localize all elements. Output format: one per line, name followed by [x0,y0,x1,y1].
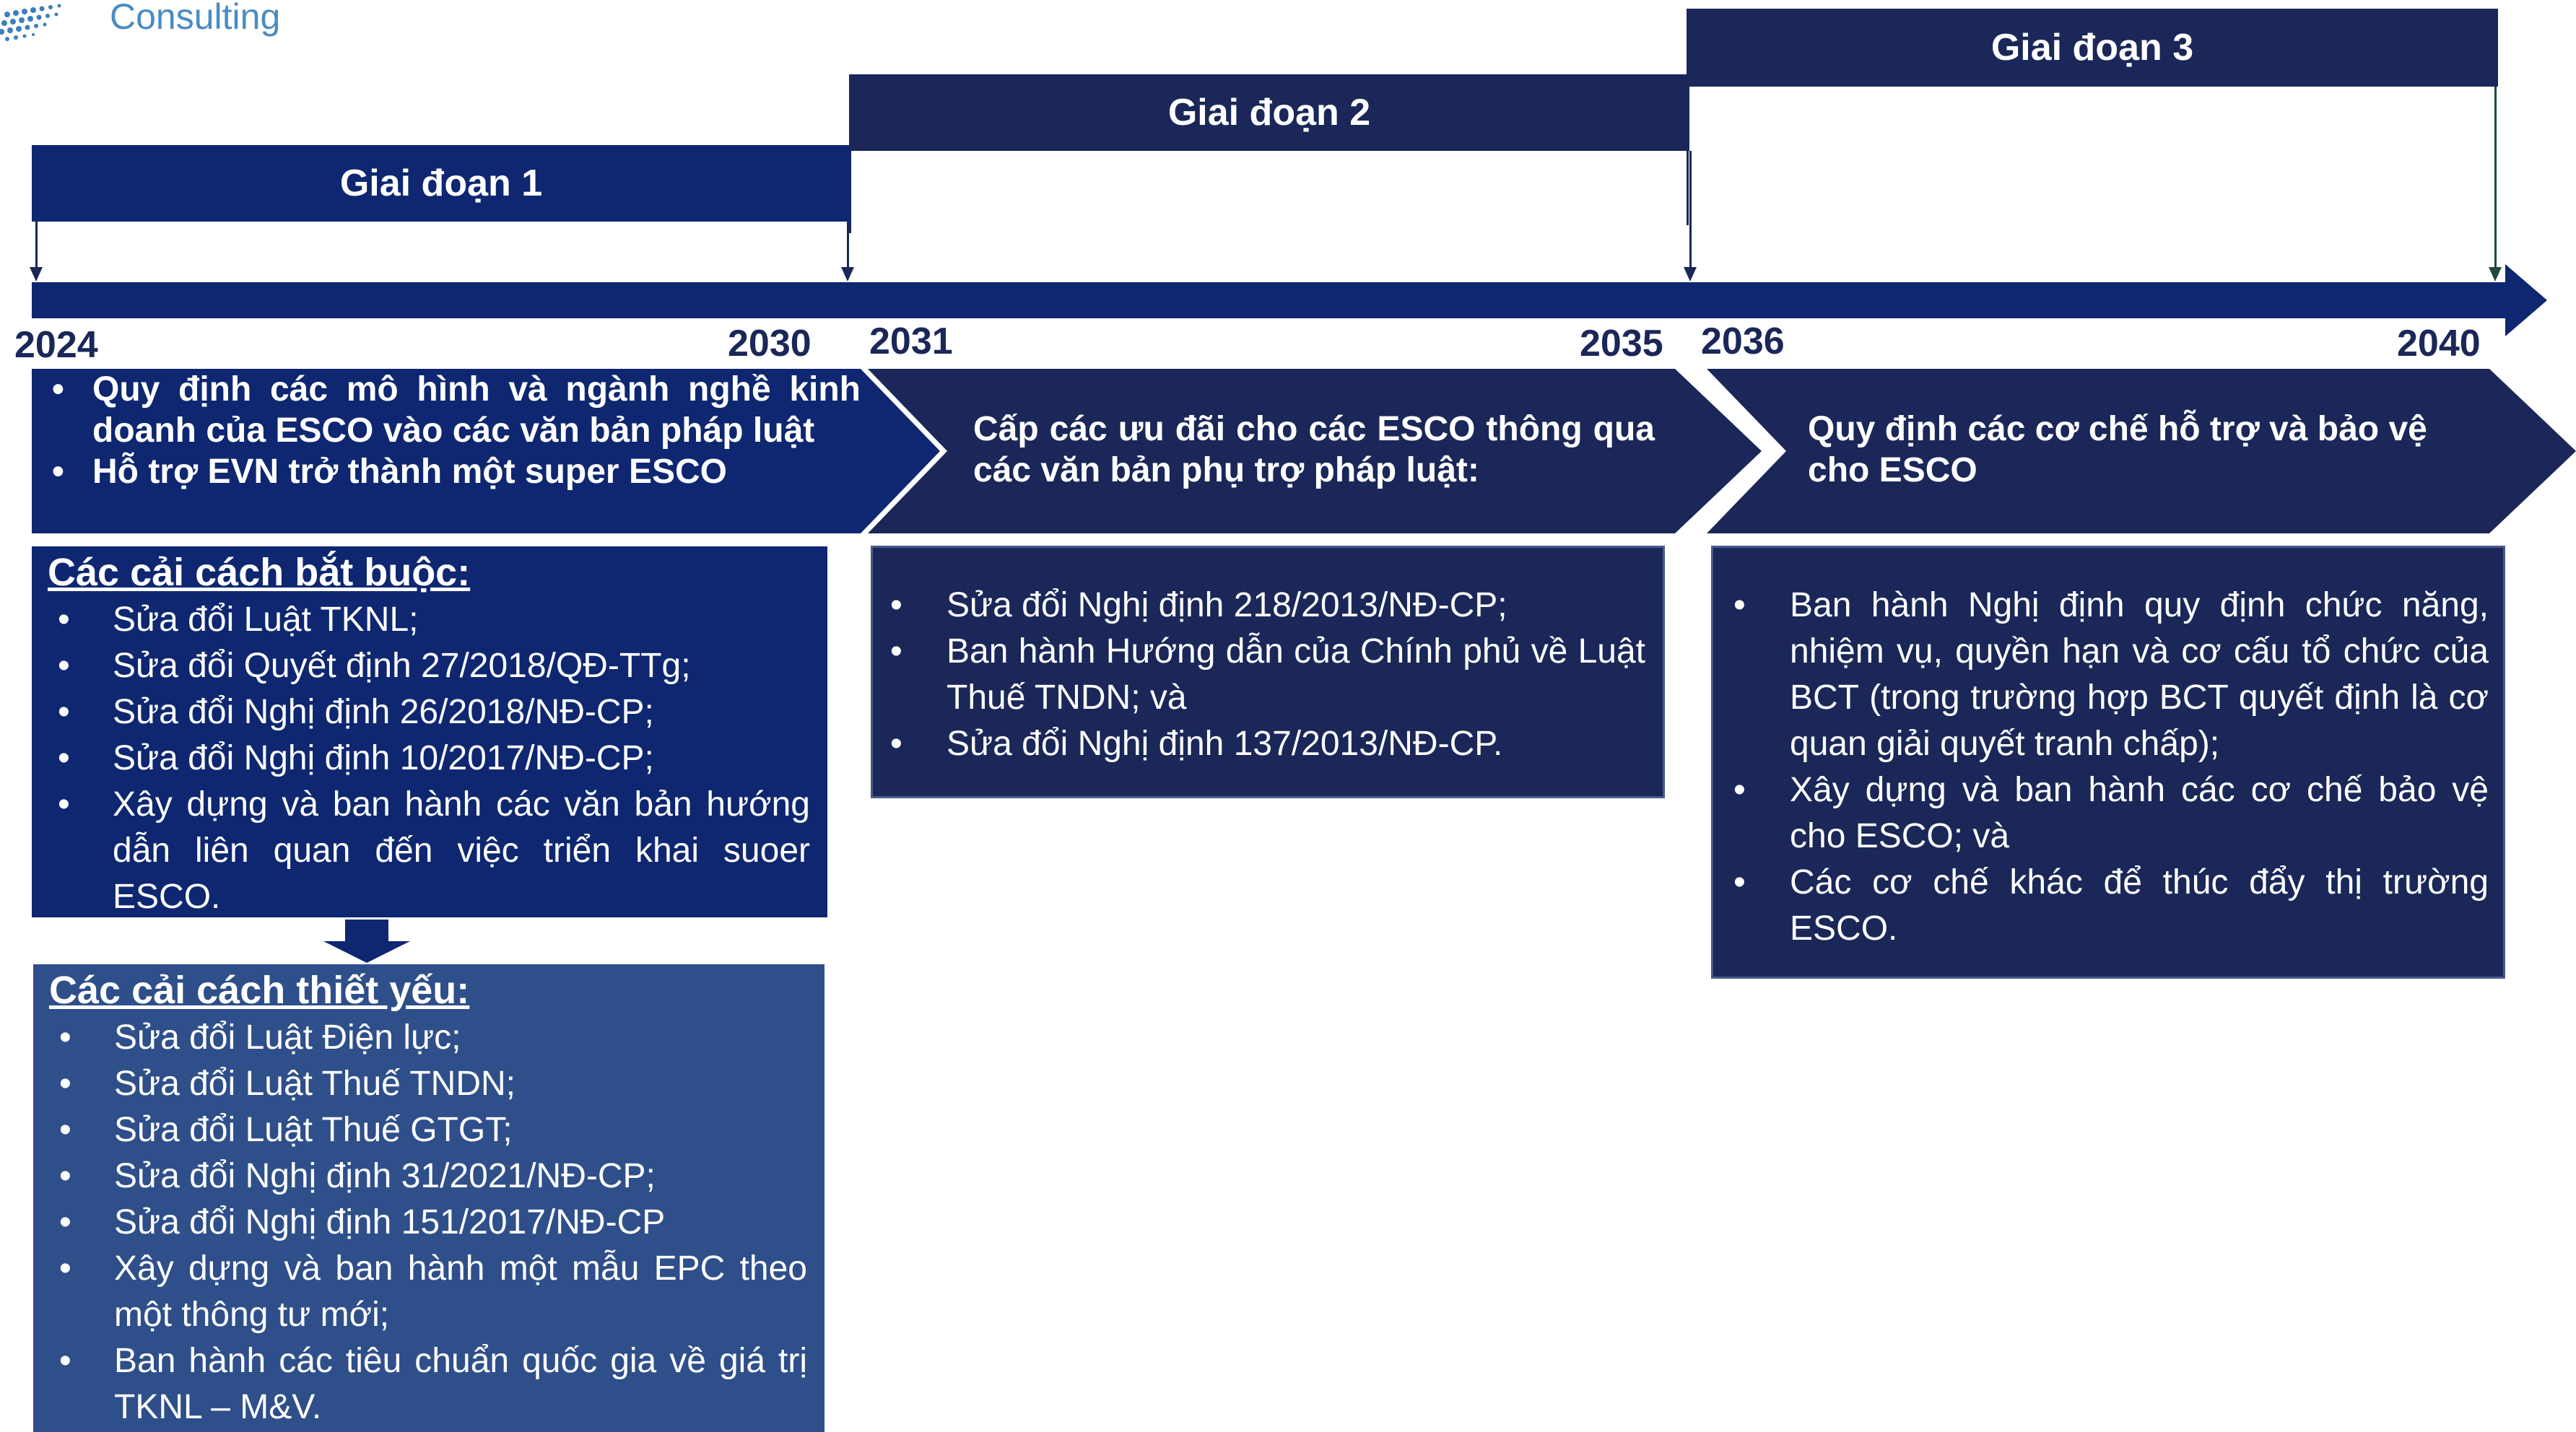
phase-2-goal-text: Cấp các ưu đãi cho các ESCO thông qua cá… [973,410,1655,489]
year-label: 2024 [14,324,98,366]
phase-3-reform-item: Ban hành Nghị định quy định chức năng, n… [1725,582,2489,767]
phase-3-reform-item: Xây dựng và ban hành các cơ chế bảo vệ c… [1725,767,2489,860]
essential-reform-item: Ban hành các tiêu chuẩn quốc gia về giá … [49,1338,807,1431]
year-label: 2035 [1580,323,1663,364]
mandatory-reform-item: Sửa đổi Nghị định 26/2018/NĐ-CP; [48,689,810,735]
year-label: 2036 [1701,320,1785,362]
phase-3-end-tick [2494,87,2497,268]
essential-reforms-title: Các cải cách thiết yếu: [49,969,470,1012]
phase-2-reforms-box: Sửa đổi Nghị định 218/2013/NĐ-CP; Ban hà… [871,546,1665,798]
essential-reforms-box: Các cải cách thiết yếu: Sửa đổi Luật Điệ… [33,964,824,1432]
essential-reform-item: Sửa đổi Luật Thuế TNDN; [49,1061,807,1107]
year-label: 2031 [869,320,953,362]
phase-3-chevron: Quy định các cơ chế hỗ trợ và bảo vệ cho… [1707,369,2576,533]
phase-1-start-arrow-icon [30,267,43,281]
phase-2-end-arrow-icon [1684,267,1697,281]
consulting-logo-icon [0,4,61,41]
mandatory-reforms-title: Các cải cách bắt buộc: [48,551,471,594]
phase-2-reform-item: Ban hành Hướng dẫn của Chính phủ về Luật… [882,629,1645,721]
essential-reform-item: Sửa đổi Luật Thuế GTGT; [49,1107,807,1153]
phase-2-reform-item: Sửa đổi Nghị định 218/2013/NĐ-CP; [882,582,1645,629]
mandatory-reforms-box: Các cải cách bắt buộc: Sửa đổi Luật TKNL… [32,546,827,917]
phase-1-end-arrow-icon [841,267,854,281]
year-label: 2040 [2397,323,2481,364]
phase-3-end-arrow-icon [2489,267,2502,281]
phase-1-header: Giai đoạn 1 [32,145,850,222]
phase-2-header: Giai đoạn 2 [849,74,1689,151]
phase-1-goal-item: Quy định các mô hình và ngành nghề kinh … [32,369,861,451]
phase-3-reforms-box: Ban hành Nghị định quy định chức năng, n… [1711,546,2505,979]
phase-3-header: Giai đoạn 3 [1687,9,2498,87]
phase-1-end-tick [847,222,849,268]
phase-3-goal-text: Quy định các cơ chế hỗ trợ và bảo vệ cho… [1808,410,2427,489]
essential-reform-item: Xây dựng và ban hành một mẫu EPC theo mộ… [49,1246,807,1338]
phase-2-reform-item: Sửa đổi Nghị định 137/2013/NĐ-CP. [882,721,1645,767]
phase-1-chevron: Quy định các mô hình và ngành nghề kinh … [32,369,940,533]
mandatory-reform-item: Sửa đổi Quyết định 27/2018/QĐ-TTg; [48,643,810,689]
logo-text: Consulting [110,0,281,37]
phase-3-reform-item: Các cơ chế khác để thúc đẩy thị trường E… [1725,860,2489,952]
phase-1-start-tick [35,222,38,268]
timeline-arrow-icon [2505,264,2547,336]
chevron-shape [868,369,1762,533]
essential-reform-item: Sửa đổi Nghị định 151/2017/NĐ-CP [49,1200,807,1246]
mandatory-reform-item: Sửa đổi Luật TKNL; [48,597,810,643]
mandatory-reform-item: Sửa đổi Nghị định 10/2017/NĐ-CP; [48,735,810,782]
essential-reform-item: Sửa đổi Luật Điện lực; [49,1015,807,1061]
phase-2-chevron: Cấp các ưu đãi cho các ESCO thông qua cá… [868,369,1762,533]
year-label: 2030 [728,323,811,364]
phase-1-goal-item: Hỗ trợ EVN trở thành một super ESCO [32,451,861,492]
essential-reform-item: Sửa đổi Nghị định 31/2021/NĐ-CP; [49,1153,807,1200]
chevron-shape [1707,369,2576,533]
phase-2-end-tick [1689,151,1692,268]
mandatory-reform-item: Xây dựng và ban hành các văn bản hướng d… [48,782,810,920]
timeline-bar [32,282,2515,318]
